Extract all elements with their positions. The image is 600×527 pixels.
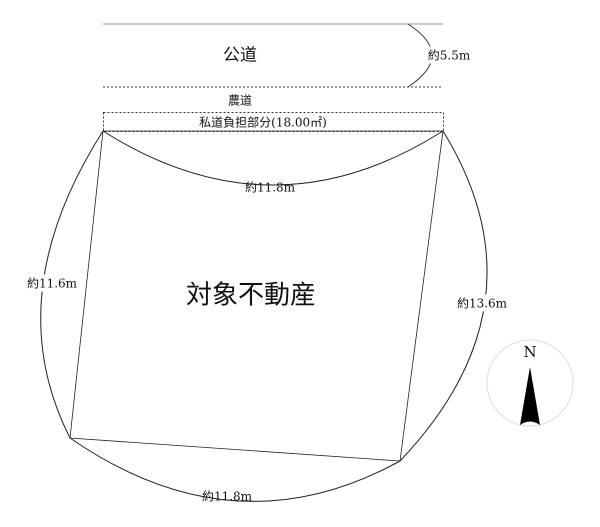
public-road-width: 約5.5m xyxy=(427,46,471,64)
north-arrow-icon xyxy=(520,367,540,425)
private-road-label: 私道負担部分(18.00㎡) xyxy=(199,115,327,130)
compass-circle xyxy=(486,339,574,427)
left-dimension: 約11.6m xyxy=(26,274,78,292)
farm-road-label: 農道 xyxy=(227,93,253,108)
top-dimension: 約11.8m xyxy=(244,180,296,195)
compass-north-label: N xyxy=(523,343,537,361)
bottom-dimension: 約11.8m xyxy=(201,489,253,504)
private-road-area xyxy=(103,112,444,132)
property-label: 対象不動産 xyxy=(185,280,317,311)
bottom-dimension-arc xyxy=(69,437,401,502)
public-road-label: 公道 xyxy=(223,45,257,66)
top-dimension-arc xyxy=(102,130,444,186)
right-dimension: 約13.6m xyxy=(456,294,508,312)
